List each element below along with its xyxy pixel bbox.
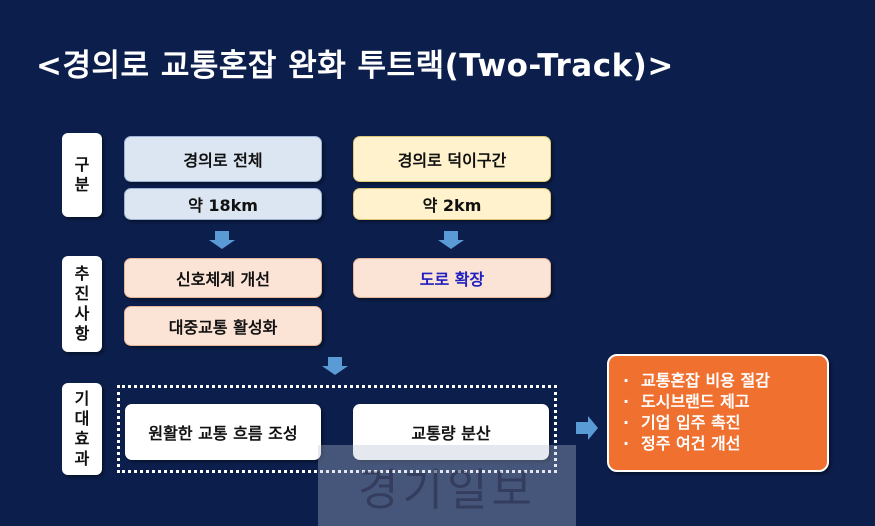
newspaper-watermark: 경기일보	[318, 445, 576, 526]
track1-length: 약 18km	[188, 196, 258, 215]
track1-down-arrow-icon	[209, 231, 235, 249]
track2-effect: 교통량 분산	[411, 424, 491, 443]
track2-length-box: 약 2km	[353, 188, 551, 220]
track1-length-box: 약 18km	[124, 188, 322, 220]
bullet-icon: ·	[623, 392, 630, 411]
effects-group-frame	[117, 385, 557, 473]
row-label-effects: 기대효과	[62, 383, 102, 475]
track2-name-box: 경의로 덕이구간	[353, 136, 551, 182]
result-right-arrow-icon	[576, 416, 598, 440]
result-item: · 정주 여건 개선	[623, 433, 827, 454]
track1-action2-box: 대중교통 활성화	[124, 306, 322, 346]
track1-name: 경의로 전체	[183, 151, 263, 170]
track1-action1: 신호체계 개선	[176, 270, 270, 289]
result-item-text: 정주 여건 개선	[641, 434, 741, 453]
bullet-icon: ·	[623, 413, 630, 432]
result-item-text: 도시브랜드 제고	[641, 392, 750, 411]
row-label-actions: 추진사항	[62, 256, 102, 352]
track1-effect-box: 원활한 교통 흐름 조성	[125, 404, 321, 460]
row-label-category-text: 구분	[74, 155, 90, 194]
result-item: · 도시브랜드 제고	[623, 391, 827, 412]
result-item: · 교통혼잡 비용 절감	[623, 370, 827, 391]
results-list: · 교통혼잡 비용 절감 · 도시브랜드 제고 · 기업 입주 촉진 · 정주 여건 개…	[623, 370, 827, 454]
track2-length: 약 2km	[422, 196, 482, 215]
row-label-category: 구분	[62, 133, 102, 217]
result-item: · 기업 입주 촉진	[623, 412, 827, 433]
result-item-text: 기업 입주 촉진	[641, 413, 741, 432]
track2-name: 경의로 덕이구간	[397, 151, 507, 170]
track1-effect: 원활한 교통 흐름 조성	[148, 424, 298, 443]
row-label-actions-text: 추진사항	[74, 264, 90, 343]
track2-action1: 도로 확장	[419, 270, 485, 289]
row-label-effects-text: 기대효과	[74, 389, 90, 468]
result-item-text: 교통혼잡 비용 절감	[641, 371, 770, 390]
bullet-icon: ·	[623, 371, 630, 390]
page-title: <경의로 교통혼잡 완화 투트랙(Two-Track)>	[36, 48, 674, 84]
track2-action1-box: 도로 확장	[353, 258, 551, 298]
bullet-icon: ·	[623, 434, 630, 453]
track1-action1-box: 신호체계 개선	[124, 258, 322, 298]
track2-down-arrow-icon	[438, 231, 464, 249]
effects-down-arrow-icon	[322, 357, 348, 375]
results-box: · 교통혼잡 비용 절감 · 도시브랜드 제고 · 기업 입주 촉진 · 정주 여건 개…	[607, 354, 829, 472]
track2-effect-box: 교통량 분산	[353, 404, 549, 460]
track1-action2: 대중교통 활성화	[168, 318, 278, 337]
track1-name-box: 경의로 전체	[124, 136, 322, 182]
